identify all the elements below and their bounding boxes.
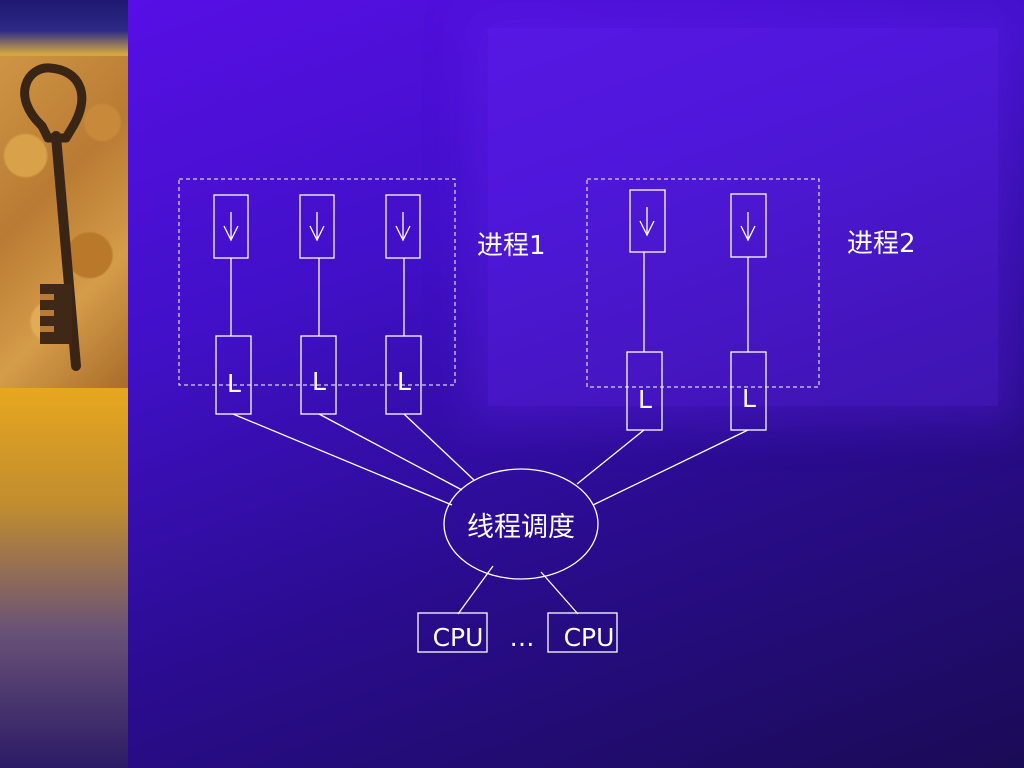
process1-thread-3: L [385, 194, 422, 415]
thread-l-label: L [312, 367, 326, 396]
process2-thread-2: L [730, 193, 767, 431]
down-arrow-icon [740, 211, 756, 241]
highlight-panel [488, 28, 998, 406]
process2-label: 进程2 [847, 229, 916, 259]
process1-box [178, 178, 456, 386]
process1-label: 进程1 [477, 231, 546, 261]
sidebar-gradient [0, 0, 128, 768]
cpu-box-2: CPU [547, 612, 618, 653]
ellipsis-text: … [510, 623, 535, 652]
cpu-box-1: CPU [417, 612, 488, 653]
scheduler-ellipse [443, 468, 599, 580]
process2-thread-1: L [626, 189, 666, 431]
thread-l-label: L [227, 369, 241, 398]
thread-l-label: L [638, 385, 652, 414]
down-arrow-icon [309, 211, 325, 241]
down-arrow-icon [223, 211, 239, 241]
down-arrow-icon [395, 211, 411, 241]
thread-l-label: L [397, 367, 411, 396]
down-arrow-icon [639, 206, 655, 236]
process1-thread-1: L [213, 194, 252, 415]
process2-box [586, 178, 820, 388]
key-photo-icon [0, 56, 128, 388]
cpu-label: CPU [564, 623, 615, 652]
scheduler-connectors [232, 413, 749, 615]
scheduler-label: 线程调度 [467, 512, 575, 543]
thread-l-label: L [742, 384, 756, 413]
process1-thread-2: L [299, 194, 337, 415]
cpu-label: CPU [433, 623, 484, 652]
